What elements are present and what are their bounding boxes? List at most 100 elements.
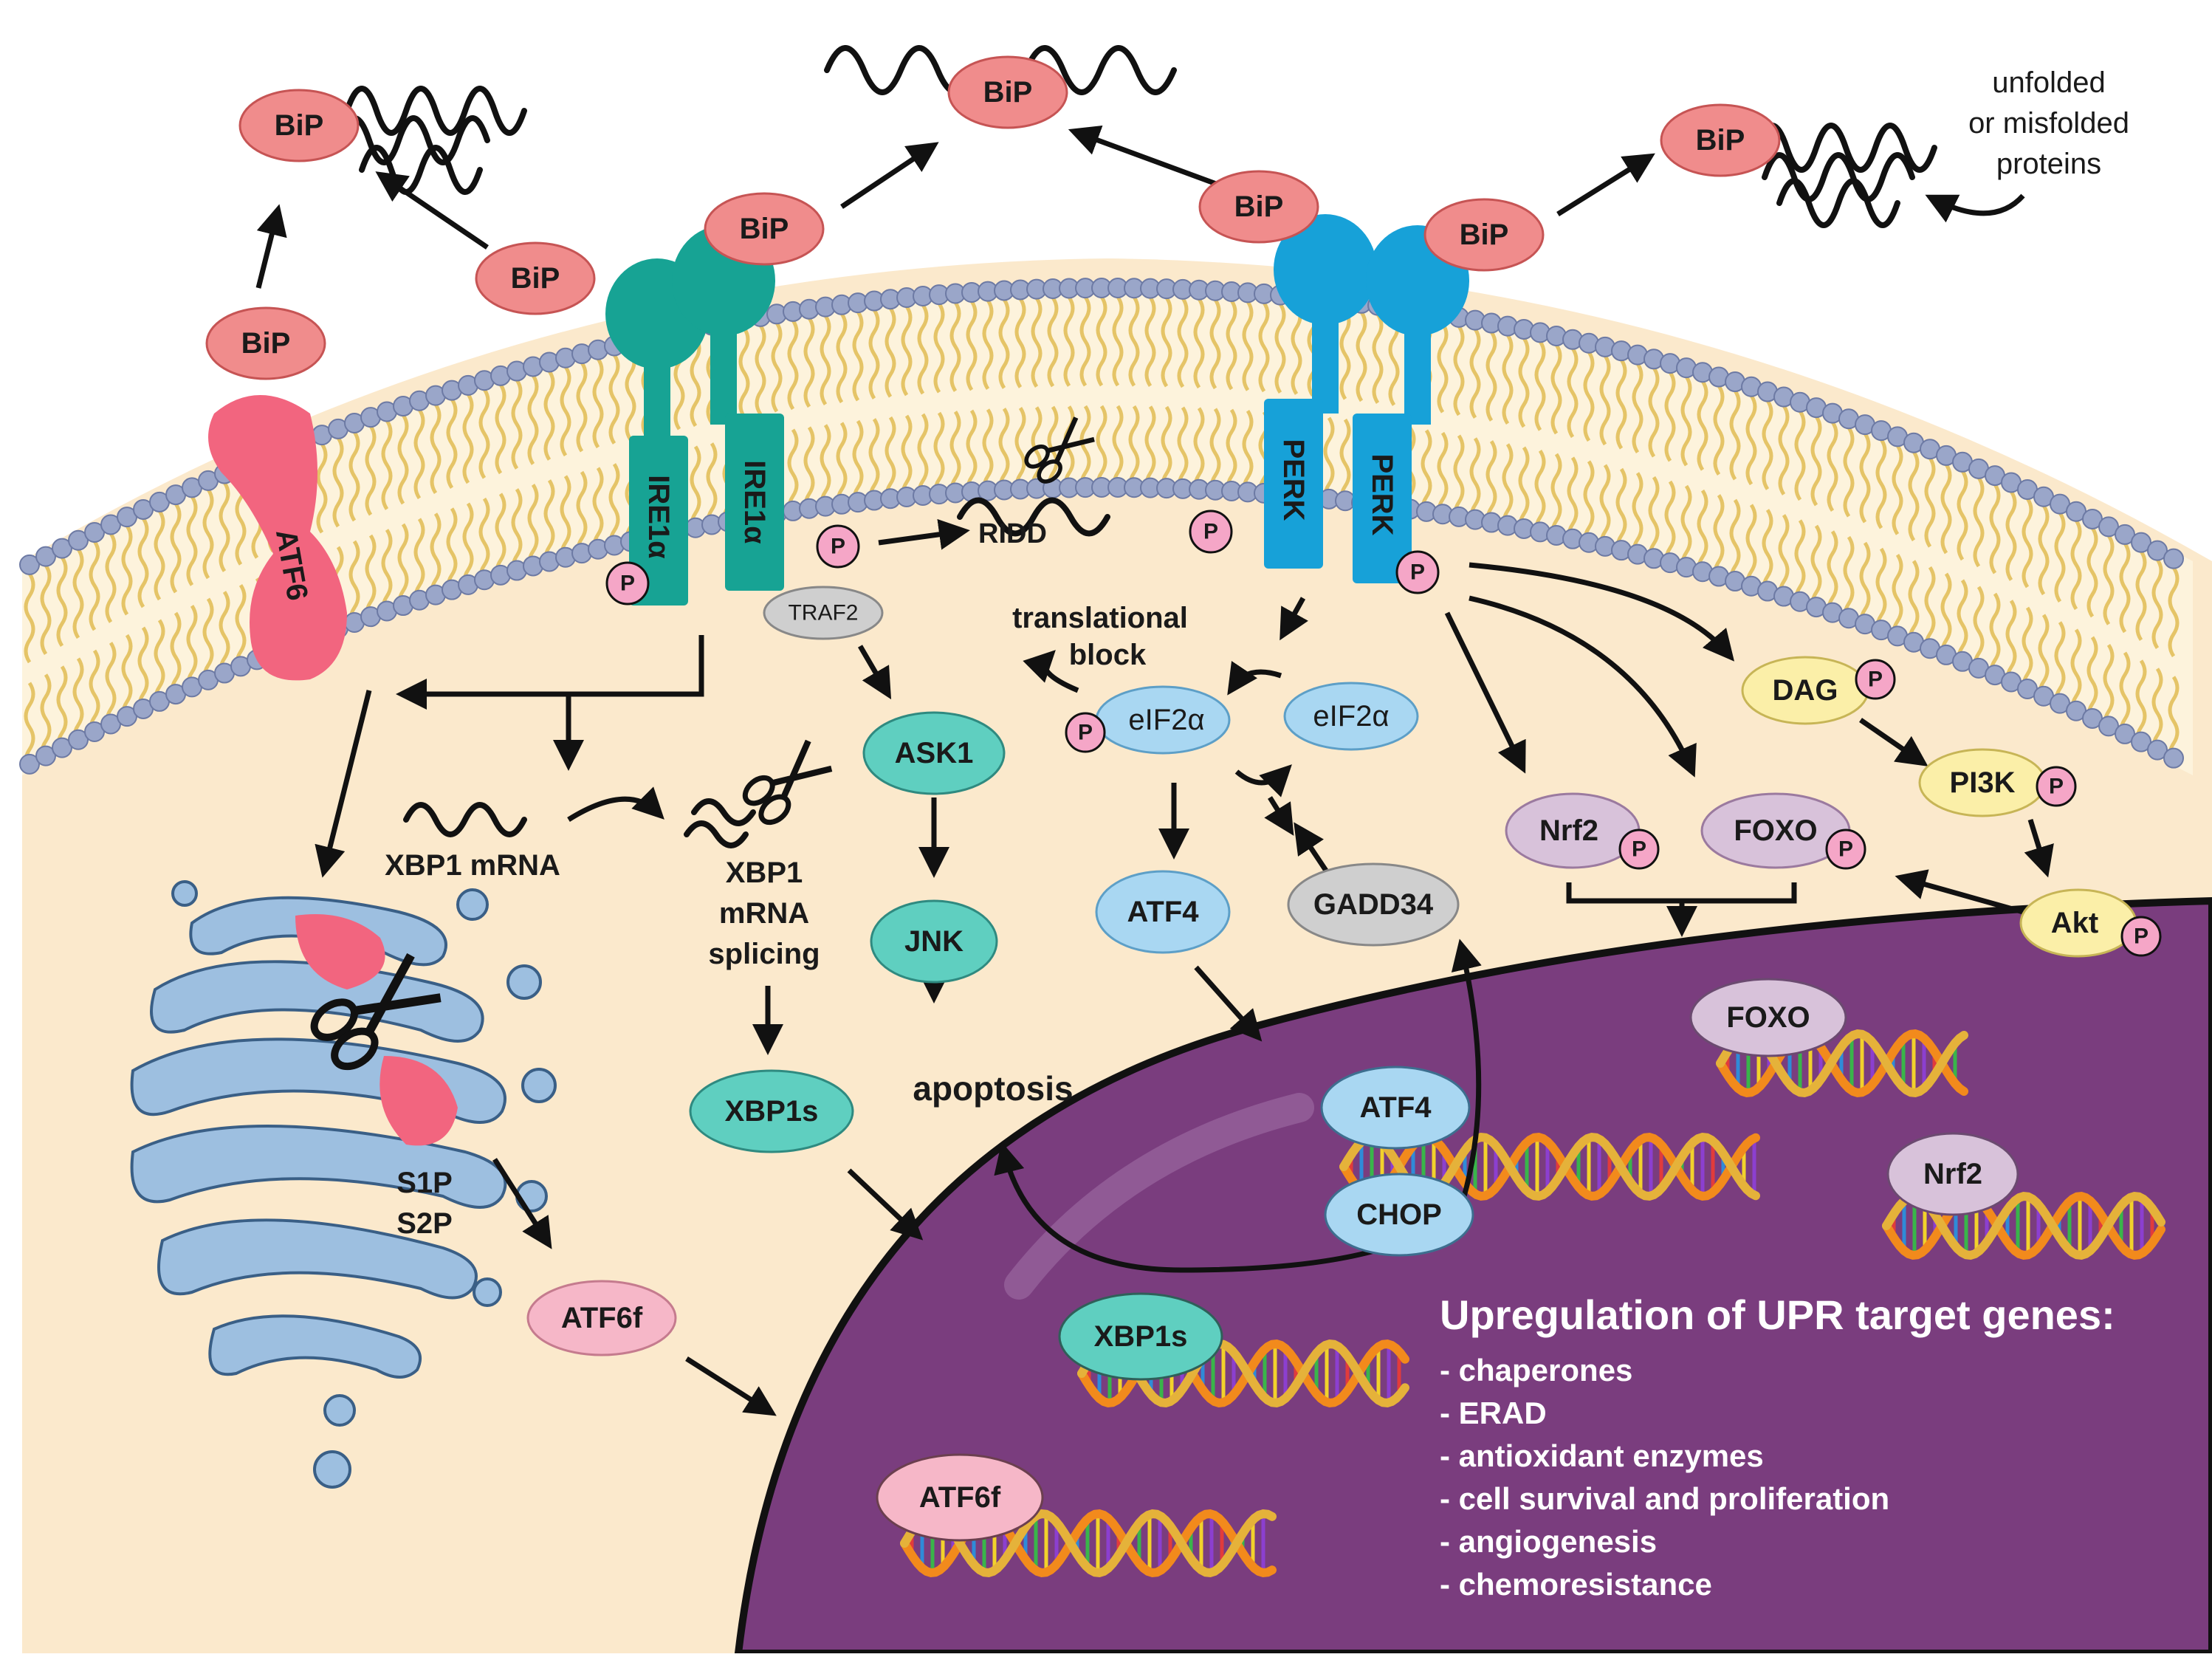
svg-text:Nrf2: Nrf2	[1923, 1158, 1982, 1190]
svg-text:BiP: BiP	[1696, 124, 1745, 157]
svg-text:P: P	[1203, 520, 1218, 544]
upr-target-item: - angiogenesis	[1440, 1524, 1657, 1559]
svg-text:BiP: BiP	[511, 262, 560, 295]
xbp1-splicing-line-3: splicing	[708, 938, 820, 970]
p-badge-ire1a-right: P	[816, 524, 860, 569]
svg-text:PI3K: PI3K	[1950, 766, 2016, 799]
perk-label-right: PERK	[1366, 453, 1398, 535]
svg-text:P: P	[1868, 668, 1883, 692]
xbp1-splicing-line-2: mRNA	[719, 897, 809, 930]
svg-text:P: P	[2134, 924, 2149, 949]
atf6f-node-nucleus: ATF6f	[876, 1453, 1044, 1542]
p-badge-ire1a-left: P	[605, 561, 650, 605]
er-membrane	[19, 278, 2193, 775]
svg-text:ATF6f: ATF6f	[919, 1481, 1001, 1514]
traf2-node: TRAF2	[763, 586, 884, 640]
foxo-node-cytoplasm: FOXO	[1700, 792, 1851, 869]
pi3k-node: PI3K	[1918, 748, 2047, 817]
svg-text:Nrf2: Nrf2	[1539, 814, 1598, 847]
upr-target-item: - chaperones	[1440, 1353, 1632, 1387]
scissors-ridd-icon	[1024, 416, 1095, 484]
xbp1s-node-cytoplasm: XBP1s	[689, 1069, 854, 1153]
bip-node-5: BiP	[1198, 170, 1319, 244]
bip-node-6: BiP	[1423, 198, 1545, 272]
nrf2-node-cytoplasm: Nrf2	[1505, 792, 1641, 869]
svg-text:P: P	[620, 572, 635, 596]
svg-text:BiP: BiP	[241, 327, 291, 360]
svg-text:JNK: JNK	[904, 925, 964, 958]
scissors-golgi-icon	[310, 953, 442, 1071]
svg-text:P: P	[2049, 775, 2064, 799]
svg-text:BiP: BiP	[740, 213, 789, 245]
bip-node-8: BiP	[205, 306, 326, 380]
gadd34-node: GADD34	[1287, 862, 1460, 947]
jnk-node: JNK	[870, 899, 998, 984]
svg-text:Akt: Akt	[2051, 907, 2098, 939]
akt-node: Akt	[2019, 888, 2137, 958]
upr-target-item: - cell survival and proliferation	[1440, 1481, 1889, 1516]
foxo-node-nucleus: FOXO	[1689, 978, 1847, 1057]
p-badge-perk-left: P	[1189, 510, 1233, 554]
svg-text:P: P	[1632, 837, 1646, 862]
atf6-golgi-fragments	[295, 914, 458, 1146]
p-badge-dag: P	[1855, 659, 1896, 700]
bip-node-4: BiP	[704, 192, 825, 266]
svg-text:P: P	[831, 535, 845, 559]
svg-text:XBP1s: XBP1s	[1094, 1320, 1188, 1353]
svg-text:TRAF2: TRAF2	[788, 601, 858, 625]
p-badge-nrf2: P	[1618, 828, 1660, 870]
p-badge-akt: P	[2120, 916, 2162, 957]
p-badge-foxo: P	[1825, 828, 1866, 870]
upr-target-item: - antioxidant enzymes	[1440, 1438, 1764, 1473]
p-badge-pi3k: P	[2036, 766, 2077, 807]
perk-receptor-left	[1264, 214, 1377, 569]
p-badge-eif2a: P	[1065, 712, 1106, 753]
svg-text:GADD34: GADD34	[1313, 888, 1434, 921]
p-badge-perk-right: P	[1395, 550, 1440, 594]
svg-text:BiP: BiP	[1460, 219, 1509, 251]
svg-text:BiP: BiP	[1234, 191, 1284, 223]
svg-text:DAG: DAG	[1773, 674, 1838, 707]
svg-text:ATF4: ATF4	[1359, 1091, 1432, 1124]
atf4-node-nucleus: ATF4	[1320, 1066, 1471, 1150]
bip-node-1: BiP	[238, 89, 360, 162]
svg-text:ATF6f: ATF6f	[561, 1302, 643, 1334]
dag-node: DAG	[1741, 656, 1869, 725]
ask1-node: ASK1	[862, 711, 1006, 795]
svg-text:P: P	[1078, 721, 1093, 745]
svg-text:P: P	[1410, 560, 1425, 585]
ire1a-label-left: IRE1α	[642, 475, 675, 559]
s1p-label: S1P	[396, 1167, 453, 1199]
translational-block-line-2: block	[1069, 639, 1147, 671]
svg-text:XBP1s: XBP1s	[725, 1095, 819, 1128]
svg-text:P: P	[1838, 837, 1853, 862]
unfolded-label-line-1: unfolded	[1992, 66, 2105, 99]
scissors-splicing-icon	[742, 739, 833, 826]
bip-node-2: BiP	[947, 55, 1068, 129]
atf4-node-cytoplasm: ATF4	[1095, 870, 1231, 954]
nrf2-node-nucleus: Nrf2	[1886, 1132, 2019, 1216]
unfolded-label-line-3: proteins	[1996, 148, 2101, 180]
translational-block-line-1: translational	[1012, 602, 1188, 634]
svg-text:BiP: BiP	[983, 76, 1033, 109]
arrows	[255, 125, 2054, 1416]
unfolded-label-line-2: or misfolded	[1968, 107, 2129, 140]
atf6-receptor	[208, 395, 347, 681]
svg-text:FOXO: FOXO	[1734, 814, 1817, 847]
svg-text:ATF4: ATF4	[1127, 896, 1199, 928]
golgi-apparatus	[130, 880, 557, 1489]
svg-text:CHOP: CHOP	[1356, 1198, 1442, 1231]
nucleus-highlight	[1004, 1093, 1314, 1300]
xbp1-splicing-line-1: XBP1	[726, 857, 803, 889]
ridd-label: RIDD	[978, 518, 1047, 549]
xbp1s-node-nucleus: XBP1s	[1058, 1292, 1223, 1381]
upr-target-item: - ERAD	[1440, 1396, 1547, 1430]
xbp1-mrna-label: XBP1 mRNA	[385, 849, 560, 882]
svg-text:ASK1: ASK1	[895, 737, 974, 769]
upr-target-list: - chaperones - ERAD - antioxidant enzymes -…	[1440, 1353, 1889, 1602]
ire1a-label-right: IRE1α	[738, 460, 771, 544]
eif2a-node-phosphorylated: eIF2α	[1095, 685, 1231, 755]
apoptosis-label: apoptosis	[913, 1069, 1073, 1108]
